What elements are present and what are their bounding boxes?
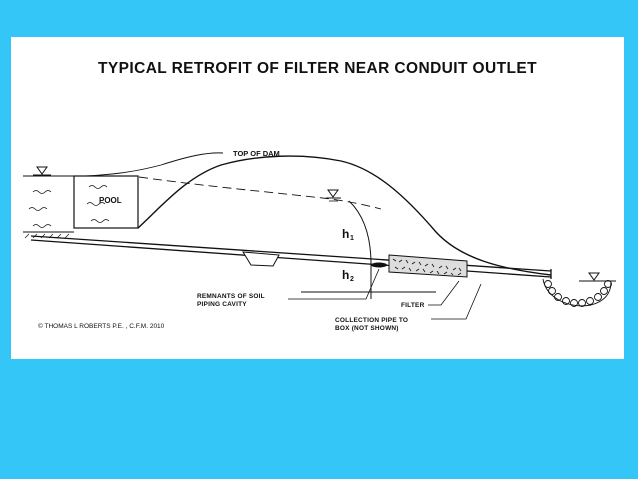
svg-text:2: 2 [350, 276, 354, 283]
filter-gravel [388, 254, 468, 278]
dam-upstream-slope [85, 152, 224, 177]
dam-embankment-outline [137, 155, 552, 276]
svg-text:h: h [342, 268, 349, 282]
pool-water-waves [28, 185, 110, 228]
h1-measurement-curve [348, 200, 372, 265]
intake-structure [73, 175, 139, 229]
copyright-notice: © THOMAS L ROBERTS P.E. , C.F.M. 2010 [38, 322, 165, 330]
water-level-marker-pool [23, 166, 76, 177]
water-level-marker-phreatic [326, 189, 341, 202]
leader-lines [288, 268, 482, 320]
remnants-label-line1: REMNANTS OF SOIL [197, 293, 265, 300]
water-level-marker-tailwater [579, 272, 616, 282]
piping-cavity-remnant [371, 262, 387, 268]
pool-label: POOL [99, 196, 122, 205]
remnants-label-line2: PIPING CAVITY [197, 301, 247, 308]
diagram-panel: TYPICAL RETROFIT OF FILTER NEAR CONDUIT … [11, 37, 624, 359]
h2-label: h 2 [342, 268, 354, 283]
phreatic-line [138, 176, 382, 210]
diagram-title: TYPICAL RETROFIT OF FILTER NEAR CONDUIT … [98, 60, 537, 77]
h1-label: h 1 [342, 227, 354, 242]
svg-text:1: 1 [350, 235, 354, 242]
top-of-dam-label: TOP OF DAM [233, 149, 280, 158]
filter-label: FILTER [401, 302, 425, 309]
dam-cross-section-diagram: POOL TOP OF DAM [23, 149, 616, 332]
collection-pipe-label-line1: COLLECTION PIPE TO [335, 317, 408, 324]
svg-text:h: h [342, 227, 349, 241]
conduit-cradle [242, 251, 280, 267]
downstream-riprap [542, 278, 612, 307]
collection-pipe-label-line2: BOX (NOT SHOWN) [335, 325, 399, 332]
